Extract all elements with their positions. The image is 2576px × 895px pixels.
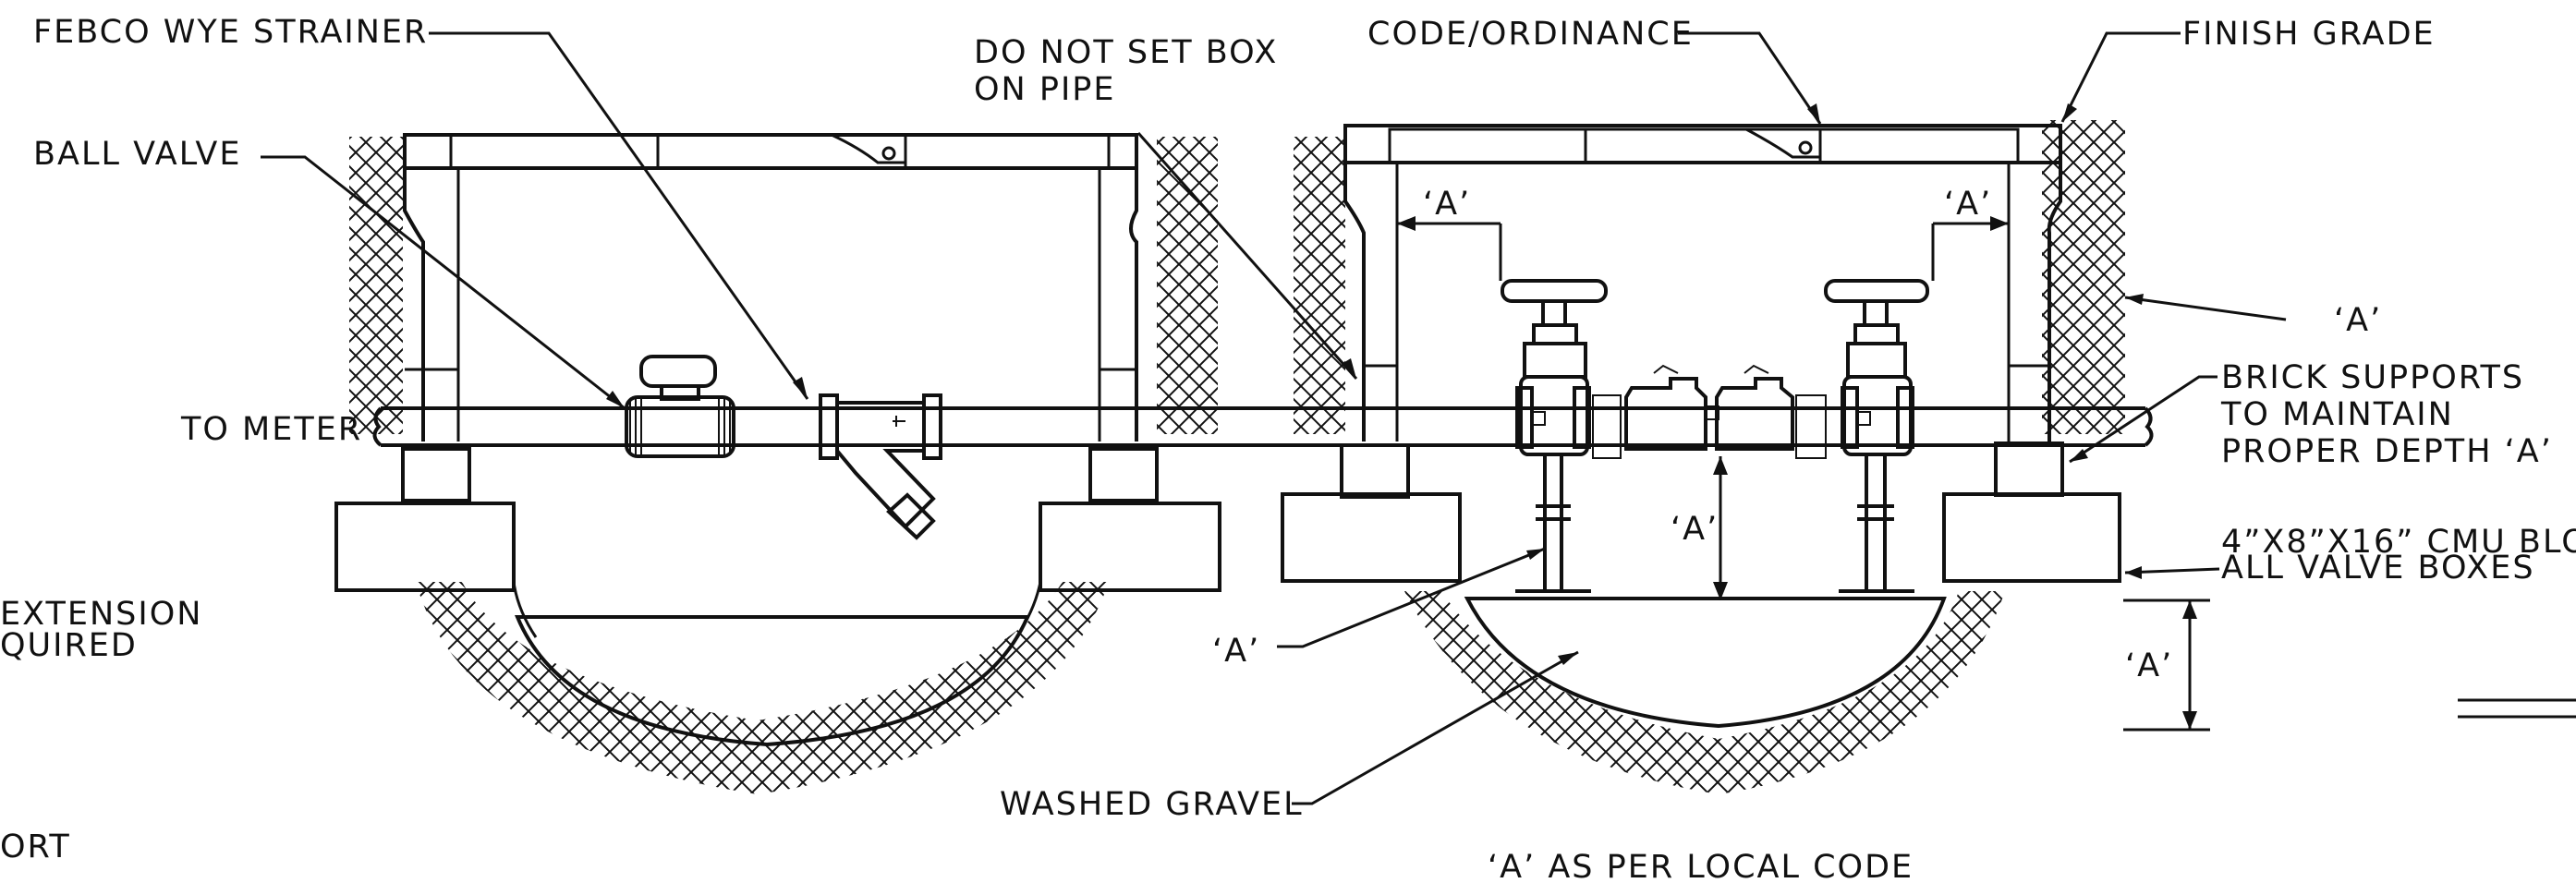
label-ball-valve: BALL VALVE [33,136,241,173]
label-brick-line2: TO MAINTAIN [2220,396,2454,433]
left-soil-hatch-right [1157,137,1218,434]
right-soil-hatch-bottom [1404,591,2005,794]
label-finish-grade: FINISH GRADE [2182,16,2436,53]
right-soil-hatch-right [2042,120,2125,434]
ball-valve [625,355,735,458]
label-a-height: ‘A’ [1671,511,1719,548]
labels: FEBCO WYE STRAINER BALL VALVE TO METER E… [0,14,2576,886]
left-gravel-bed [515,615,1031,747]
label-a-support: ‘A’ [1212,633,1260,670]
right-valve-box-assembly [1281,120,2125,794]
ball-valve-handle [639,355,717,388]
left-cmu-block-2 [1039,502,1221,592]
label-to-meter: TO METER [180,411,362,448]
label-febco-wye-strainer: FEBCO WYE STRAINER [33,14,428,51]
left-brick-support-1 [401,447,471,502]
valve-support-right [1839,454,1914,593]
handwheel-right [1824,279,1929,303]
label-extension-line1: EXTENSION [0,596,202,633]
right-box-lid [1343,124,2062,164]
left-valve-box-assembly [334,133,1221,794]
label-washed-gravel: WASHED GRAVEL [1000,786,1304,823]
left-brick-support-2 [1088,447,1159,502]
leader-lines [261,31,2287,805]
wye-strainer [819,393,942,540]
label-do-not-set-line2: ON PIPE [974,71,1116,108]
left-box-wall-left [403,135,425,441]
label-a-right-clearance: ‘A’ [1944,186,1992,223]
left-box-lid [403,133,1138,170]
right-cmu-block-1 [1281,492,1462,583]
label-brick-line1: BRICK SUPPORTS [2221,359,2524,396]
right-cmu-block-2 [1942,492,2121,583]
left-lid-handle [449,133,1111,170]
left-box-wall-right [1129,135,1138,441]
label-extension-line2: QUIRED [0,627,138,664]
label-cmu-line1: 4”X8”X16” CMU BLO [2221,524,2576,561]
label-brick-line3: PROPER DEPTH ‘A’ [2221,433,2553,470]
right-gravel-bed [1464,597,1947,729]
label-a-per-local-code: ‘A’ AS PER LOCAL CODE [1488,849,1914,886]
right-lid-handle [1388,127,2020,164]
depth-dimensions [1397,216,2576,732]
right-box-wall-left [1343,126,1366,441]
label-a-left-clearance: ‘A’ [1423,186,1471,223]
handwheel-left [1501,279,1608,303]
label-do-not-set-line1: DO NOT SET BOX [974,34,1278,71]
label-cmu-line2: ALL VALVE BOXES [2221,550,2535,587]
right-soil-hatch-left [1294,137,1345,434]
label-a-wall: ‘A’ [2334,302,2382,339]
right-box-wall-right [2047,126,2062,441]
right-brick-support-1 [1340,443,1410,499]
left-soil-hatch-left [349,137,403,434]
label-a-depth: ‘A’ [2125,647,2173,684]
backflow-assembly [1501,279,1929,593]
label-code-ordinance: CODE/ORDINANCE [1367,16,1694,53]
label-support-fragment: ORT [0,828,71,865]
left-cmu-block-1 [334,502,516,592]
left-soil-hatch-bottom [416,582,1109,794]
valve-support-left [1515,454,1591,593]
right-brick-support-2 [1994,441,2064,497]
